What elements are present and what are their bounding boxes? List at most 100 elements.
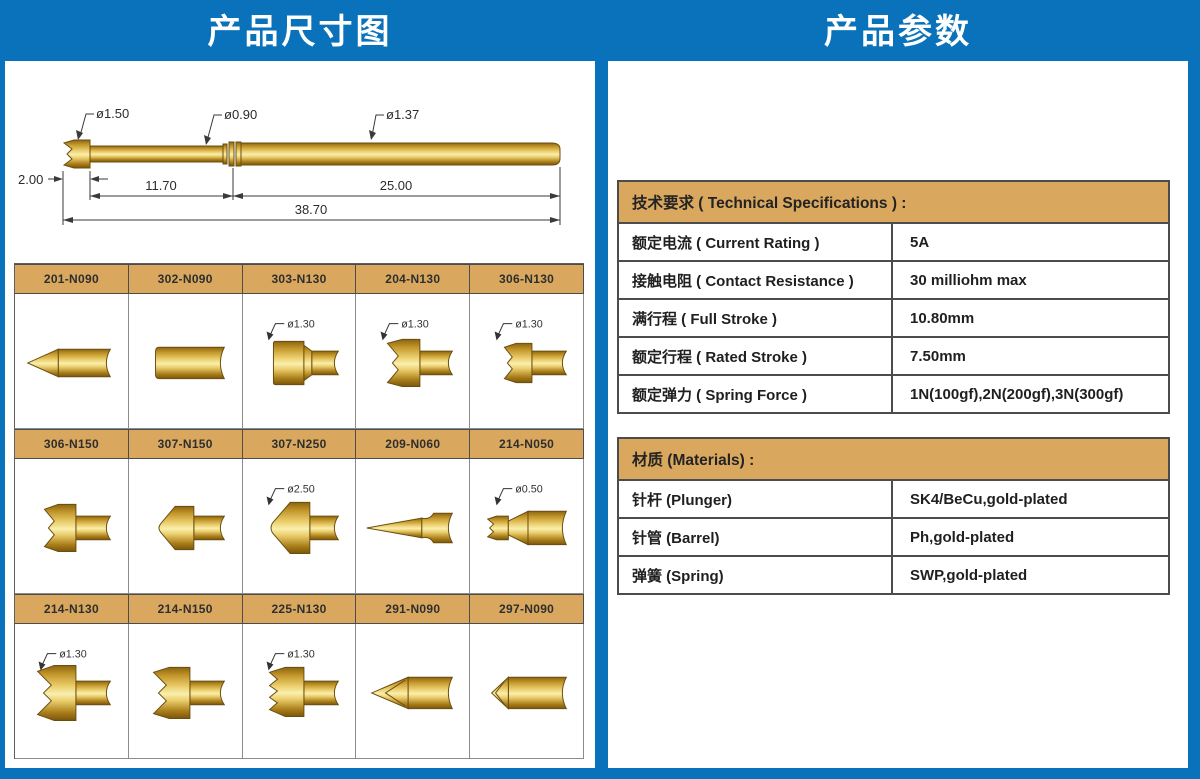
dia-tip-label: ø1.50 — [96, 106, 129, 121]
probe-ring-1 — [222, 143, 228, 165]
probe-tip-cell — [356, 624, 471, 759]
param-row: 针管 (Barrel) Ph,gold-plated — [617, 519, 1170, 557]
probe-tip-cell — [128, 624, 243, 759]
param-value: 10.80mm — [910, 309, 975, 327]
param-label: 额定行程 ( Rated Stroke ) — [619, 338, 893, 374]
probe-model-label: 306-N130 — [470, 264, 584, 294]
param-label: 额定电流 ( Current Rating ) — [619, 224, 893, 260]
probe-tip-drawing-cone — [26, 348, 112, 378]
spec-table: 技术要求 ( Technical Specifications ) : 额定电流… — [617, 180, 1170, 414]
materials-table-header: 材质 (Materials) : — [617, 437, 1170, 481]
param-value: 7.50mm — [910, 347, 966, 365]
right-panel-title: 产品参数 — [824, 13, 972, 51]
probe-dimension-drawing: ø1.50 ø0.90 ø1.37 2.00 11.70 — [18, 106, 561, 225]
probe-tip-cell: ø0.50 — [470, 459, 584, 594]
param-label: 弹簧 (Spring) — [619, 557, 893, 593]
dimension-diagram-panel: ø1.50 ø0.90 ø1.37 2.00 11.70 — [5, 61, 595, 768]
param-row: 额定弹力 ( Spring Force ) 1N(100gf),2N(200gf)… — [617, 376, 1170, 414]
dia-plunger-label: ø0.90 — [224, 107, 257, 122]
probe-model-label: 303-N130 — [242, 264, 357, 294]
dim-tip-label: 2.00 — [18, 172, 43, 187]
materials-table: 材质 (Materials) : 针杆 (Plunger) SK4/BeCu,go… — [617, 437, 1170, 595]
probe-tip-drawing-crown-large: ø1.30 — [37, 649, 112, 721]
probe-tip-drawing-crown-tiny: ø0.50 — [486, 484, 567, 546]
probe-tip-cell: ø2.50 — [242, 459, 357, 594]
probe-tip-drawing-crown-small: ø1.30 — [494, 319, 567, 384]
param-label: 满行程 ( Full Stroke ) — [619, 300, 893, 336]
probe-model-label: 214-N050 — [470, 429, 584, 459]
dim-plunger-label: 11.70 — [145, 178, 177, 193]
tip-dia-label: ø1.30 — [401, 319, 429, 331]
param-label: 接触电阻 ( Contact Resistance ) — [619, 262, 893, 298]
param-row: 额定电流 ( Current Rating ) 5A — [617, 224, 1170, 262]
probe-tip-drawing-flat — [155, 346, 226, 380]
probe-plunger-shaft — [89, 145, 224, 163]
materials-table-rows: 针杆 (Plunger) SK4/BeCu,gold-plated 针管 (Barr… — [617, 481, 1170, 595]
dia-barrel-label: ø1.37 — [386, 107, 419, 122]
parameters-panel: 技术要求 ( Technical Specifications ) : 额定电流… — [608, 61, 1188, 768]
probe-barrel — [240, 142, 561, 166]
probe-tip-drawing-chisel — [370, 676, 453, 710]
probe-tip-drawing-cone-round — [158, 505, 226, 551]
param-label: 针管 (Barrel) — [619, 519, 893, 555]
probe-tip-cell — [15, 294, 129, 429]
probe-tip-drawing-crown-med — [44, 503, 112, 553]
param-value: 5A — [910, 233, 930, 251]
probe-tip-cell — [356, 459, 471, 594]
probe-tip-cell: ø1.30 — [242, 624, 357, 759]
dim-total-label: 38.70 — [295, 202, 328, 217]
param-row: 满行程 ( Full Stroke ) 10.80mm — [617, 300, 1170, 338]
probe-tip-cell — [128, 294, 243, 429]
probe-tip-cell — [470, 624, 584, 759]
probe-tip-cell: ø1.30 — [356, 294, 471, 429]
spec-table-rows: 额定电流 ( Current Rating ) 5A 接触电阻 ( Contact … — [617, 224, 1170, 414]
tip-dia-label: ø1.30 — [515, 319, 543, 331]
probe-model-label: 302-N090 — [128, 264, 243, 294]
left-panel-title: 产品尺寸图 — [207, 13, 393, 51]
param-value: SK4/BeCu,gold-plated — [910, 490, 1068, 508]
probe-tip-cell — [15, 459, 129, 594]
dim-barrel-label: 25.00 — [380, 178, 413, 193]
param-label: 针杆 (Plunger) — [619, 481, 893, 517]
probe-model-label: 214-N150 — [128, 594, 243, 624]
probe-model-label: 209-N060 — [356, 429, 471, 459]
param-label: 额定弹力 ( Spring Force ) — [619, 376, 893, 412]
probe-model-label: 204-N130 — [356, 264, 471, 294]
probe-tip-cell: ø1.30 — [15, 624, 129, 759]
tip-dia-label: ø0.50 — [515, 484, 543, 496]
probe-model-label: 291-N090 — [356, 594, 471, 624]
probe-model-label: 306-N150 — [15, 429, 129, 459]
probe-tip-cell: ø1.30 — [470, 294, 584, 429]
probe-tip-drawing-crown-large2 — [152, 666, 226, 719]
tip-dia-label: ø2.50 — [287, 484, 315, 496]
param-row: 额定行程 ( Rated Stroke ) 7.50mm — [617, 338, 1170, 376]
probe-ring-3 — [235, 141, 242, 167]
probe-tip-drawing-cone-round-big: ø2.50 — [266, 484, 340, 554]
probe-tip-cell: ø1.30 — [242, 294, 357, 429]
param-value: SWP,gold-plated — [910, 566, 1028, 584]
tip-dia-label: ø1.30 — [60, 649, 88, 661]
param-row: 接触电阻 ( Contact Resistance ) 30 milliohm m… — [617, 262, 1170, 300]
tip-dia-label: ø1.30 — [287, 319, 315, 331]
param-row: 弹簧 (Spring) SWP,gold-plated — [617, 557, 1170, 595]
probe-tip-drawing-notch — [490, 676, 567, 710]
param-value: Ph,gold-plated — [910, 528, 1015, 546]
spec-table-header: 技术要求 ( Technical Specifications ) : — [617, 180, 1170, 224]
probe-tip-drawing-cyl: ø1.30 — [266, 319, 340, 386]
probe-model-label: 201-N090 — [15, 264, 129, 294]
tip-dia-label: ø1.30 — [287, 649, 315, 661]
probe-tip-drawing-needle — [366, 512, 453, 544]
probe-model-label: 297-N090 — [470, 594, 584, 624]
probe-tip-cell — [128, 459, 243, 594]
probe-tip-drawing-crown-big: ø1.30 — [380, 319, 453, 388]
param-value: 30 milliohm max — [910, 271, 1027, 289]
probe-ring-2 — [228, 141, 235, 167]
param-row: 针杆 (Plunger) SK4/BeCu,gold-plated — [617, 481, 1170, 519]
probe-model-label: 214-N130 — [15, 594, 129, 624]
probe-model-label: 225-N130 — [242, 594, 357, 624]
probe-model-label: 307-N250 — [242, 429, 357, 459]
probe-tip-drawing-crown-serrated: ø1.30 — [266, 649, 340, 718]
probe-crown-head — [62, 139, 91, 169]
param-value: 1N(100gf),2N(200gf),3N(300gf) — [910, 385, 1124, 403]
